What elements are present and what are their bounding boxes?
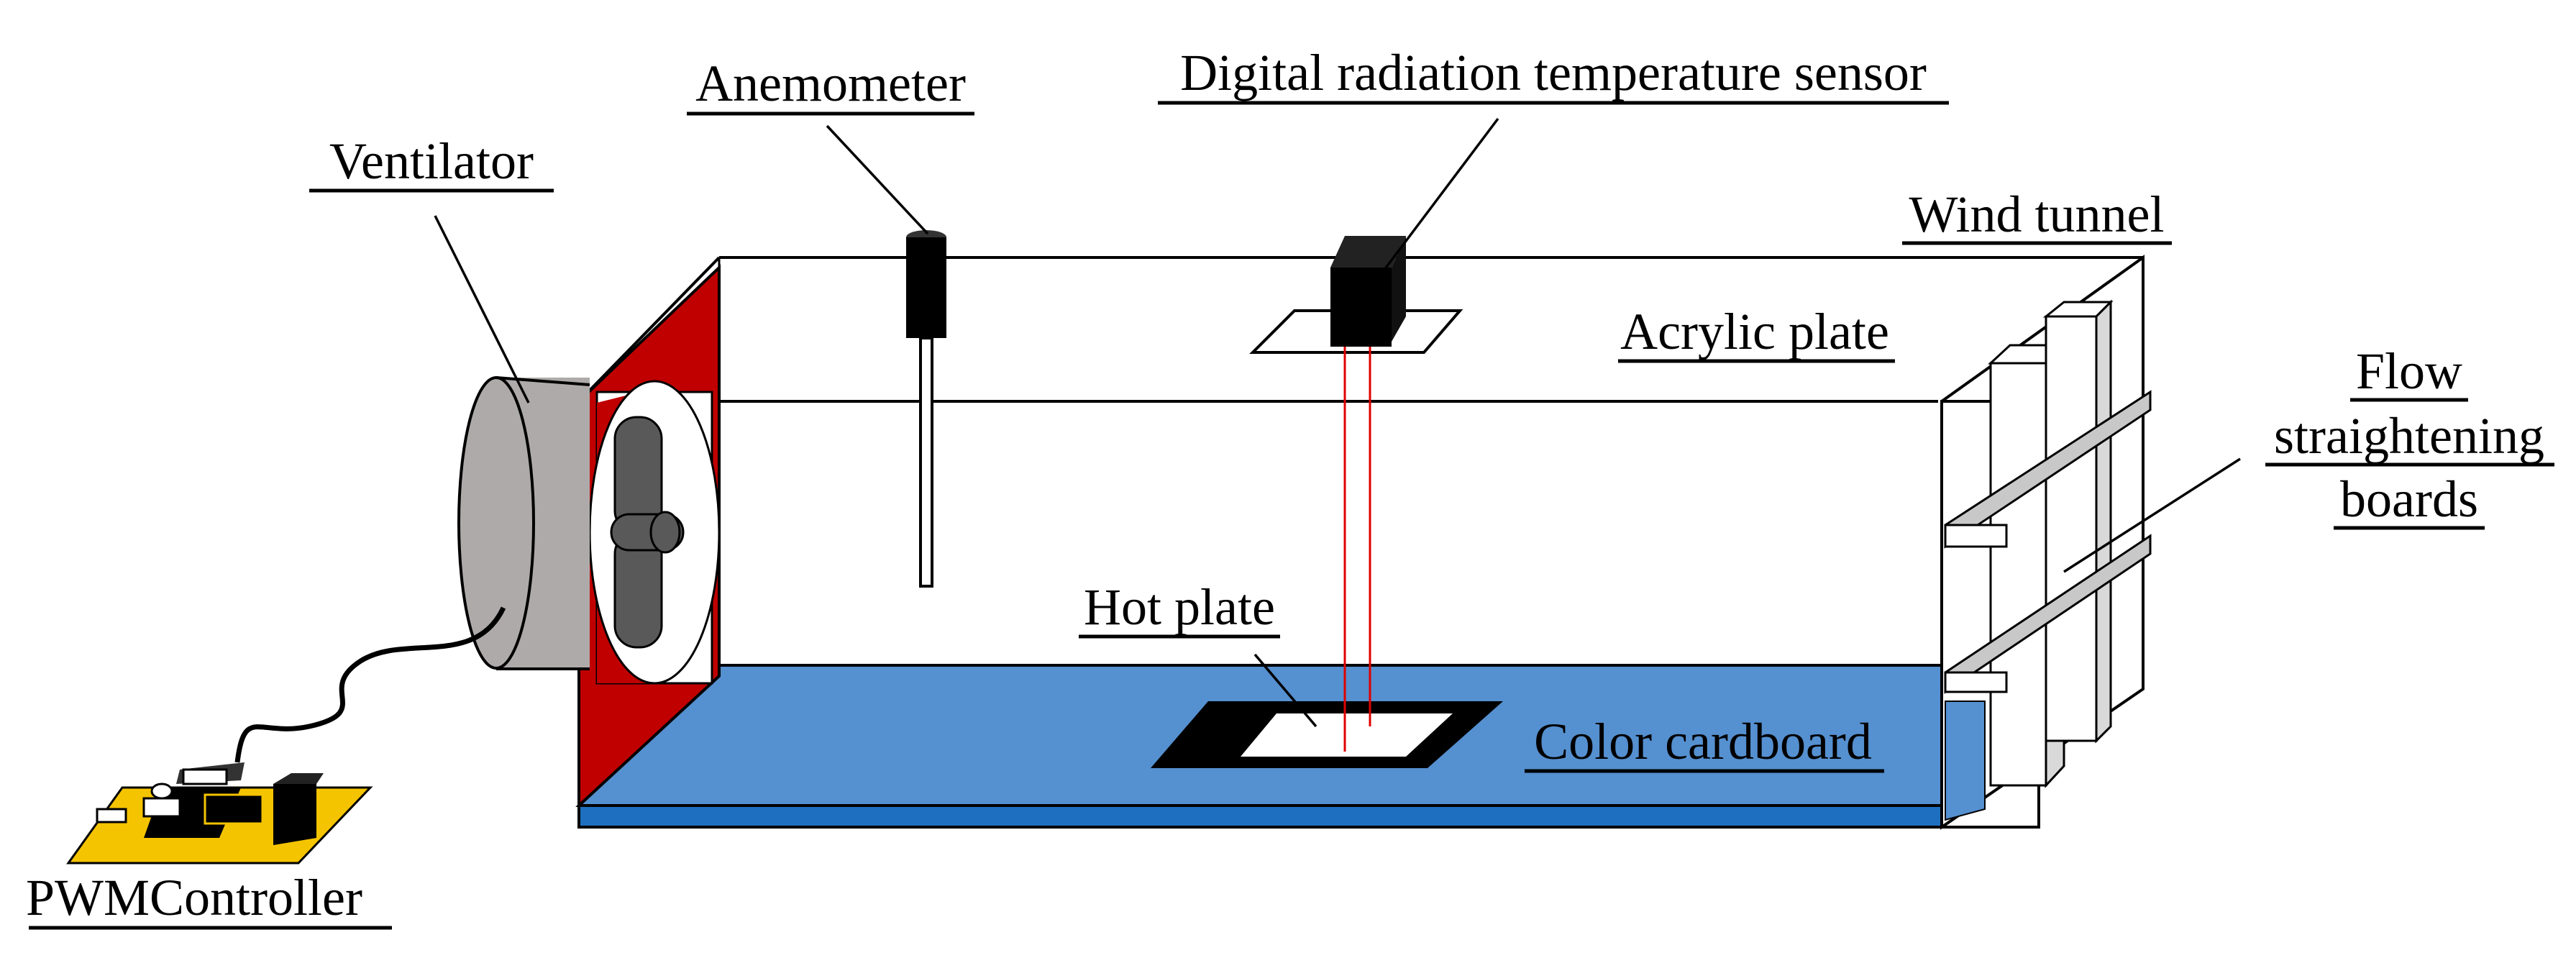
flow-straightening-boards [1940,255,2152,830]
label-ventilator: Ventilator [329,132,534,190]
radiation-temperature-sensor [1330,236,1406,347]
labels: Anemometer Digital radiation temperature… [26,44,2554,930]
label-color-cardboard: Color cardboard [1534,713,1872,770]
ventilator-motor [457,376,590,670]
anemometer [906,230,946,588]
label-radiation-sensor: Digital radiation temperature sensor [1180,44,1927,101]
pwm-controller-board [66,762,373,865]
hot-plate [1151,701,1503,768]
label-flow-line1: Flow [2356,342,2462,400]
label-flow-line3: boards [2340,470,2478,528]
label-pwm-controller: PWMController [26,869,362,926]
label-flow-line2: straightening [2274,407,2544,465]
ventilator-cable [234,606,506,763]
label-hot-plate: Hot plate [1084,578,1275,636]
label-acrylic-plate: Acrylic plate [1620,303,1889,360]
leader-lines [434,117,2241,728]
label-wind-tunnel: Wind tunnel [1909,186,2164,243]
fan-blades [610,416,685,649]
laser-beams [1343,338,1371,752]
label-anemometer: Anemometer [695,55,966,112]
